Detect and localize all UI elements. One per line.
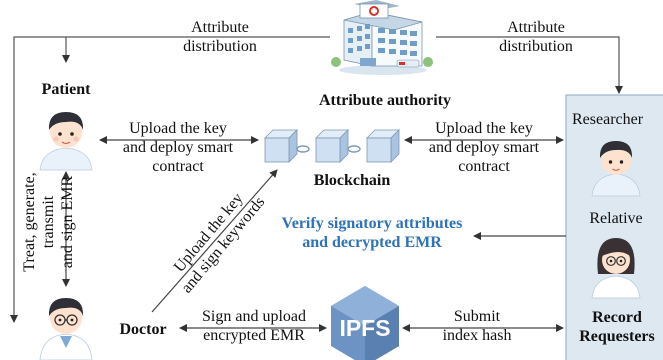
- sign-upload-label: Sign and upload encrypted EMR: [184, 307, 324, 345]
- submit-hash-line-2: index hash: [442, 327, 512, 344]
- upload-key-right-line-3: contract: [458, 158, 510, 175]
- upload-key-left-line-1: Upload the key: [129, 120, 227, 137]
- record-requesters-line-1: Record: [592, 309, 642, 326]
- attribute-distribution-left-line-2: distribution: [183, 38, 257, 55]
- relative-label: Relative: [589, 210, 643, 227]
- requester-panel: [565, 94, 663, 360]
- doctor-label: Doctor: [119, 321, 167, 338]
- submit-hash-line-1: Submit: [453, 308, 501, 325]
- attribute-distribution-right-line-2: distribution: [499, 38, 573, 55]
- sign-upload-line-1: Sign and upload: [202, 308, 306, 325]
- treat-line-2: transmit: [40, 195, 57, 249]
- attribute-distribution-left-line-1: Attribute: [191, 19, 249, 36]
- upload-key-right-label: Upload the key and deploy smart contract: [413, 119, 555, 176]
- upload-key-left-label: Upload the key and deploy smart contract: [108, 119, 248, 176]
- sign-upload-line-2: encrypted EMR: [203, 327, 305, 344]
- relative-avatar-icon: [591, 238, 641, 299]
- upload-key-left-line-2: and deploy smart: [122, 139, 234, 156]
- submit-hash-label: Submit index hash: [420, 307, 534, 345]
- ipfs-icon: [331, 286, 399, 360]
- attribute-distribution-left-label: Attribute distribution: [170, 18, 270, 56]
- record-requesters-label: Record Requesters: [570, 308, 663, 346]
- attribute-distribution-right-line-1: Attribute: [507, 19, 565, 36]
- treat-line-1: Treat, generate,: [21, 172, 38, 272]
- blockchain-label: Blockchain: [313, 172, 391, 189]
- attribute-distribution-right-label: Attribute distribution: [486, 18, 586, 56]
- treat-line-3: and sign EMR: [59, 175, 76, 269]
- researcher-label: Researcher: [572, 111, 644, 128]
- ipfs-label: IPFS: [339, 315, 391, 341]
- upload-key-right-line-2: and deploy smart: [428, 139, 540, 156]
- attribute-authority-label: Attribute authority: [319, 92, 451, 109]
- doctor-blockchain-arrow: [151, 169, 278, 313]
- record-requesters-line-2: Requesters: [579, 328, 655, 345]
- treat-generate-label: Treat, generate, transmit and sign EMR: [20, 152, 77, 292]
- blockchain-icon: [264, 129, 400, 163]
- attribute-distribution-lines: [10, 36, 623, 323]
- upload-key-right-line-1: Upload the key: [435, 120, 533, 137]
- patient-avatar-icon: [39, 112, 93, 171]
- upload-key-left-line-3: contract: [152, 158, 204, 175]
- verify-line-1: Verify signatory attributes: [281, 215, 463, 232]
- hospital-icon: [331, 0, 433, 75]
- patient-label: Patient: [41, 81, 91, 98]
- verify-label: Verify signatory attributes and decrypte…: [262, 214, 482, 252]
- verify-line-2: and decrypted EMR: [302, 234, 442, 251]
- doctor-avatar-icon: [39, 298, 93, 360]
- researcher-avatar-icon: [591, 141, 641, 197]
